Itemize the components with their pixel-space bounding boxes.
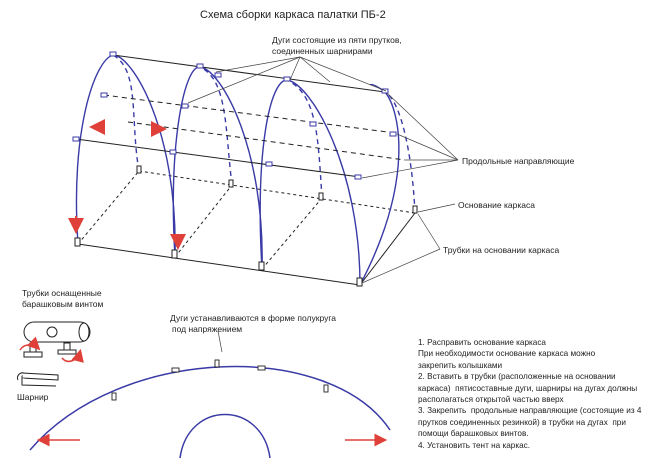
hinge-icon <box>381 88 389 94</box>
leader-base <box>417 203 456 213</box>
hinge-icon <box>111 392 117 401</box>
base-tube-icon <box>228 179 234 188</box>
rotate-arrows <box>19 336 84 363</box>
assembly-instructions: 1. Расправить основание каркаса При необ… <box>418 337 668 451</box>
label-arcs-line1: Дуги состоящие из пяти прутков, <box>272 35 402 45</box>
instruction-line: 4. Установить тент на каркас. <box>418 440 531 450</box>
semicircle-hinges <box>111 359 329 401</box>
base-front-edge <box>77 243 361 286</box>
leader-semicircle <box>217 330 223 353</box>
hinge-icon <box>214 72 222 78</box>
base-cross-1 <box>174 184 233 258</box>
base-tube-icon <box>356 277 363 287</box>
direction-arrows <box>68 119 186 250</box>
hinge-icon <box>171 367 180 373</box>
leader-arcs <box>215 56 301 73</box>
hinge-icon <box>283 76 291 82</box>
arc-3 <box>259 79 361 286</box>
instruction-line: прутков соединенных резинкой) в трубки н… <box>418 417 626 427</box>
instruction-line: каркаса) пятисоставные дуги, шарниры на … <box>418 383 638 393</box>
leader-rails <box>386 92 459 161</box>
arc-1 <box>75 54 176 258</box>
label-frame-base: Основание каркаса <box>458 200 535 210</box>
instruction-line: 3. Закрепить продольные направляющие (со… <box>418 406 642 416</box>
arc-2 <box>172 66 263 270</box>
hinges-on-arcs <box>72 51 397 180</box>
label-base-tubes: Трубки на основании каркаса <box>443 245 560 255</box>
label-thumbscrew-line2: барашковым винтом <box>22 299 104 309</box>
hinge-icon <box>309 121 317 127</box>
leader-tubes <box>417 213 441 250</box>
rail-front-side <box>75 138 361 178</box>
rail-back-lower <box>127 121 406 161</box>
instruction-line: располагаться открытой частью вверх <box>418 395 564 405</box>
hinge-icon <box>257 365 266 371</box>
hinge-icon <box>181 103 189 109</box>
label-semicircle-line2: под напряжением <box>172 324 243 334</box>
base-tubes <box>74 165 418 287</box>
hinge-icon <box>389 131 397 137</box>
rail-back-upper <box>103 94 396 134</box>
base-tube-icon <box>258 261 265 271</box>
label-semicircle-line1: Дуги устанавливаются в форме полукруга <box>170 313 336 323</box>
base-back-edge <box>138 170 416 214</box>
rail-top <box>112 54 386 93</box>
base-tube-icon <box>74 237 81 247</box>
hinge-icon <box>214 359 220 368</box>
label-arcs-line2: соединенных шарнирами <box>272 46 373 56</box>
hinge-icon <box>354 174 362 180</box>
longitudinal-rails <box>75 54 406 178</box>
base-right-edge <box>359 212 416 286</box>
small-dome <box>179 413 271 459</box>
base-tube-icon <box>318 192 324 201</box>
arc-1-back <box>112 54 140 172</box>
hinge-icon <box>196 63 204 69</box>
label-thumbscrew-line1: Трубки оснащенные <box>22 288 102 298</box>
hinge-icon <box>72 136 80 142</box>
hinge-detail-icon <box>17 372 59 387</box>
hinge-icon <box>265 161 273 167</box>
diagram-title: Схема сборки каркаса палатки ПБ-2 <box>200 9 386 21</box>
instruction-line: 2. Вставить в трубки (расположенные на о… <box>418 372 616 382</box>
base-cross-2 <box>261 197 323 270</box>
leader-lines <box>187 56 459 284</box>
instruction-line: 1. Расправить основание каркаса <box>418 338 546 347</box>
frame-base <box>77 170 416 286</box>
label-hinge: Шарнир <box>17 392 49 402</box>
base-tube-icon <box>136 165 142 174</box>
hinge-icon <box>109 51 117 57</box>
base-left-edge <box>77 170 140 245</box>
thumbscrew-tube-icon <box>23 321 91 358</box>
arc-2-back <box>199 66 233 186</box>
hinge-icon <box>100 92 108 98</box>
instruction-line: закрепить колышками <box>418 360 503 370</box>
arc-4-back <box>384 91 416 214</box>
base-tube-icon <box>412 205 418 214</box>
arc-3-back <box>286 79 323 199</box>
instruction-line: При необходимости основание каркаса можн… <box>418 349 596 359</box>
instruction-line: помощи барашковых винтов. <box>418 429 529 439</box>
semicircle-arc <box>29 365 391 451</box>
hinge-icon <box>323 384 329 393</box>
label-longitudinal-rails: Продольные направляющие <box>462 156 575 166</box>
arc-4-front <box>359 83 400 286</box>
base-tube-icon <box>171 249 178 259</box>
hinge-icon <box>169 149 177 155</box>
